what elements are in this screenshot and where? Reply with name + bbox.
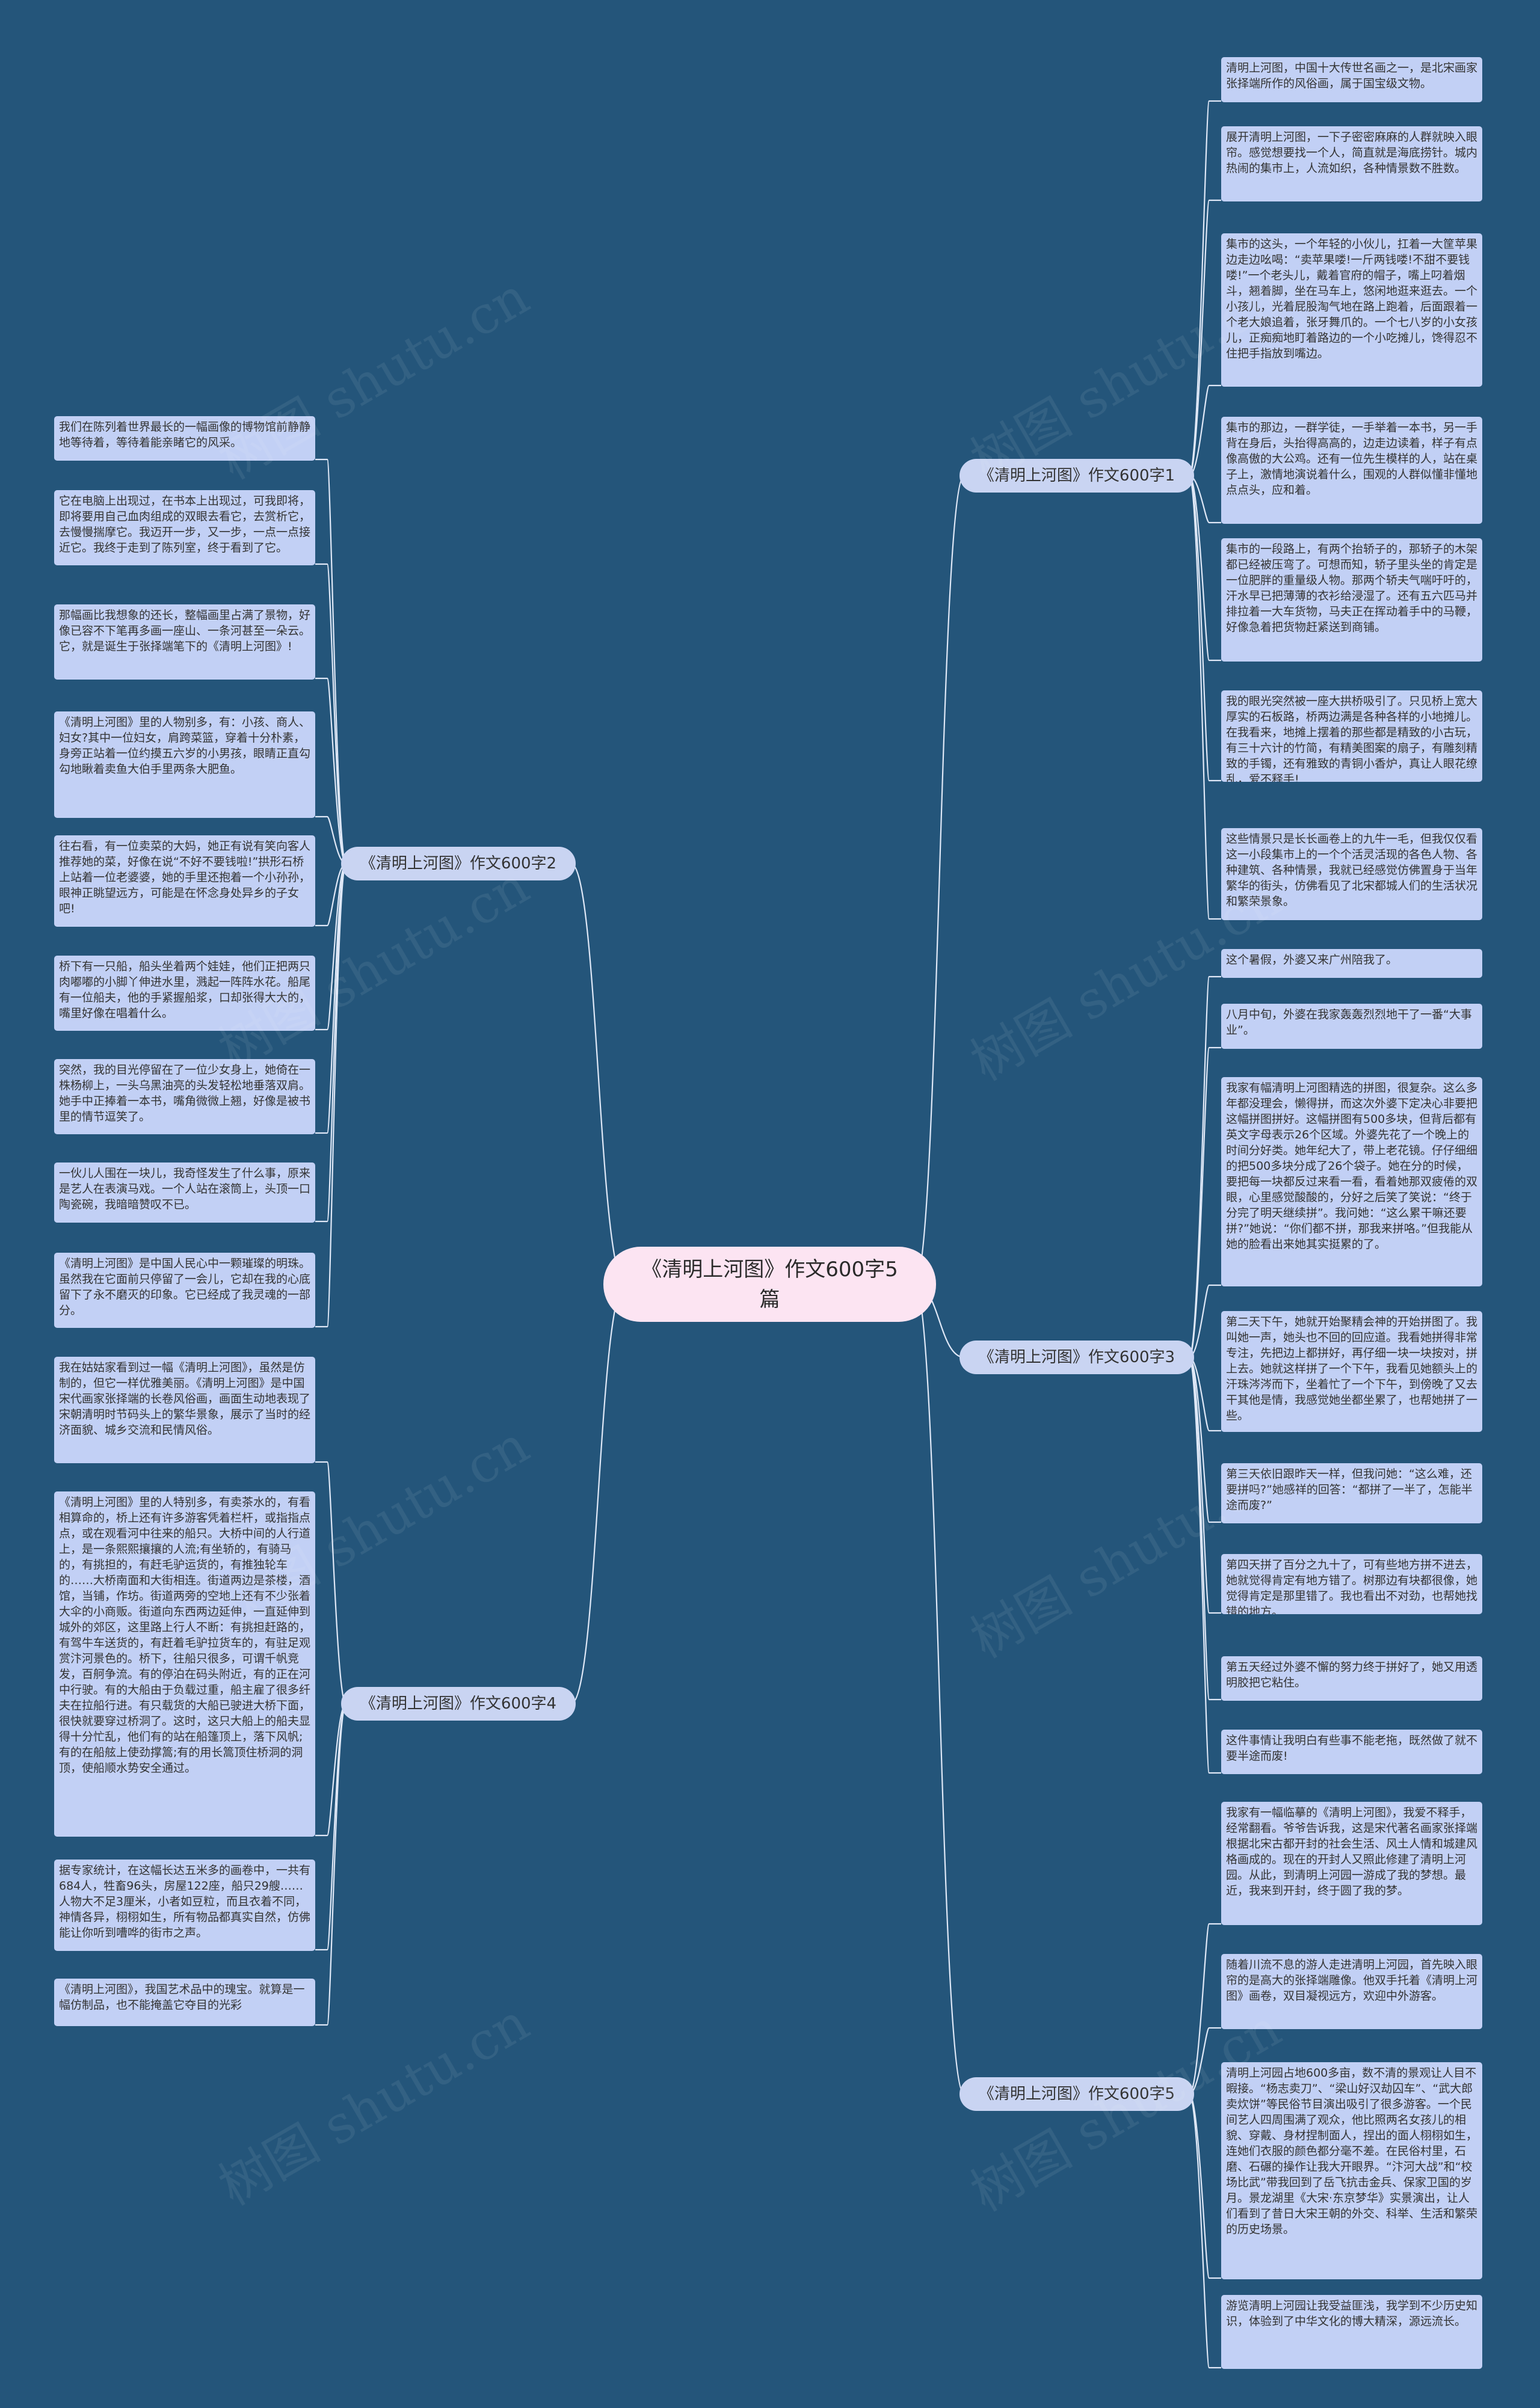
branch-1-leaf-1[interactable]: 清明上河图，中国十大传世名画之一，是北宋画家张择端所作的风俗画，属于国宝级文物。 — [1221, 57, 1482, 102]
link-branch-5-leaf-2 — [1189, 2027, 1221, 2095]
link-central-branch-5 — [914, 1283, 965, 2095]
link-branch-1-leaf-1 — [1188, 100, 1221, 477]
link-branch-3-leaf-7 — [1188, 1356, 1221, 1701]
link-central-branch-2 — [570, 862, 626, 1285]
central-topic[interactable]: 《清明上河图》作文600字5篇 — [603, 1247, 936, 1322]
branch-4[interactable]: 《清明上河图》作文600字4 — [341, 1687, 576, 1721]
link-branch-2-leaf-9 — [315, 862, 347, 1328]
link-branch-3-leaf-2 — [1188, 1046, 1221, 1359]
branch-1-leaf-5[interactable]: 集市的一段路上，有两个抬轿子的，那轿子的木架都已经被压弯了。可想而知，轿子里头坐… — [1221, 538, 1482, 662]
branch-1[interactable]: 《清明上河图》作文600字1 — [959, 459, 1194, 493]
branch-3-leaf-8[interactable]: 这件事情让我明白有些事不能老拖，既然做了就不要半途而废! — [1221, 1730, 1482, 1774]
branch-3-leaf-4[interactable]: 第二天下午，她就开始聚精会神的开始拼图了。我叫她一声，她头也不回的回应道。我看她… — [1221, 1311, 1482, 1432]
branch-1-leaf-3[interactable]: 集市的这头，一个年轻的小伙儿，扛着一大筐苹果边走边吆喝：“卖苹果喽!一斤两钱喽!… — [1221, 233, 1482, 387]
branch-2-leaf-6[interactable]: 桥下有一只船，船头坐着两个娃娃，他们正把两只肉嘟嘟的小脚丫伸进水里，溅起一阵阵水… — [54, 956, 315, 1031]
branch-2-leaf-2[interactable]: 它在电脑上出现过，在书本上出现过，可我即将，即将要用自己血肉组成的双眼去看它，去… — [54, 490, 315, 565]
link-branch-5-leaf-1 — [1188, 1923, 1221, 2095]
branch-2-leaf-5[interactable]: 往右看，有一位卖菜的大妈，她正有说有笑向客人推荐她的菜，好像在说“不好不要钱啦!… — [54, 835, 315, 927]
link-central-branch-1 — [914, 475, 965, 1285]
link-branch-2-leaf-6 — [315, 862, 347, 1031]
branch-1-leaf-4[interactable]: 集市的那边，一群学徒，一手举着一本书，另一手背在身后，头抬得高高的，边走边读着，… — [1221, 417, 1482, 524]
branch-5-leaf-4[interactable]: 游览清明上河园让我受益匪浅，我学到不少历史知识，体验到了中华文化的博大精深，源远… — [1221, 2295, 1482, 2369]
branch-3-leaf-2[interactable]: 八月中旬，外婆在我家轰轰烈烈地干了一番“大事业”。 — [1221, 1004, 1482, 1049]
branch-4-leaf-2[interactable]: 《清明上河图》里的人特别多，有卖茶水的，有看相算命的，桥上还有许多游客凭着栏杆，… — [54, 1491, 315, 1837]
link-branch-1-leaf-7 — [1188, 475, 1221, 920]
branch-3[interactable]: 《清明上河图》作文600字3 — [959, 1341, 1194, 1374]
link-branch-1-leaf-2 — [1188, 199, 1221, 477]
link-branch-4-leaf-1 — [315, 1461, 347, 1705]
branch-3-leaf-6[interactable]: 第四天拼了百分之九十了，可有些地方拼不进去，她就觉得肯定有地方错了。树那边有块都… — [1221, 1554, 1482, 1614]
branch-2-leaf-9[interactable]: 《清明上河图》是中国人民心中一颗璀璨的明珠。虽然我在它面前只停留了一会儿，它却在… — [54, 1253, 315, 1328]
branch-5-leaf-3[interactable]: 清明上河园占地600多亩，数不清的景观让人目不暇接。“杨志卖刀”、“梁山好汉劫囚… — [1221, 2062, 1482, 2279]
branch-3-leaf-3[interactable]: 我家有幅清明上河图精选的拼图，很复杂。这么多年都没理会，懒得拼，而这次外婆下定决… — [1221, 1077, 1482, 1286]
link-branch-1-leaf-5 — [1188, 475, 1221, 662]
branch-1-leaf-2[interactable]: 展开清明上河图，一下子密密麻麻的人群就映入眼帘。感觉想要找一个人，简直就是海底捞… — [1221, 126, 1482, 201]
branch-1-leaf-7[interactable]: 这些情景只是长长画卷上的九牛一毛，但我仅仅看这一小段集市上的一个个活灵活现的各色… — [1221, 828, 1482, 920]
branch-3-leaf-1[interactable]: 这个暑假，外婆又来广州陪我了。 — [1221, 949, 1482, 978]
branch-2-leaf-3[interactable]: 那幅画比我想象的还长，整幅画里占满了景物，好像已容不下笔再多画一座山、一条河甚至… — [54, 604, 315, 680]
link-branch-3-leaf-6 — [1188, 1356, 1221, 1614]
branch-4-leaf-1[interactable]: 我在姑姑家看到过一幅《清明上河图》，虽然是仿制的，但它一样优雅美丽。《清明上河图… — [54, 1357, 315, 1463]
link-branch-4-leaf-4 — [315, 1703, 347, 2026]
link-branch-2-leaf-3 — [315, 677, 347, 865]
branch-5-leaf-1[interactable]: 我家有一幅临摹的《清明上河图》，我爱不释手，经常翻看。爷爷告诉我，这是宋代著名画… — [1221, 1802, 1482, 1925]
branch-2[interactable]: 《清明上河图》作文600字2 — [341, 847, 576, 880]
branch-5[interactable]: 《清明上河图》作文600字5 — [959, 2077, 1194, 2111]
branch-2-leaf-1[interactable]: 我们在陈列着世界最长的一幅画像的博物馆前静静地等待着，等待着能亲睹它的风采。 — [54, 416, 315, 461]
link-branch-1-leaf-3 — [1189, 384, 1221, 477]
branch-1-leaf-6[interactable]: 我的眼光突然被一座大拱桥吸引了。只见桥上宽大厚实的石板路，桥两边满是各种各样的小… — [1221, 690, 1482, 782]
branch-2-leaf-8[interactable]: 一伙儿人围在一块儿，我奇怪发生了什么事，原来是艺人在表演马戏。一个人站在滚筒上，… — [54, 1163, 315, 1223]
link-branch-2-leaf-2 — [315, 563, 347, 865]
branch-2-leaf-7[interactable]: 突然，我的目光停留在了一位少女身上，她倚在一株杨柳上，一头乌黑油亮的头发轻松地垂… — [54, 1059, 315, 1134]
link-central-branch-4 — [570, 1283, 626, 1705]
link-branch-5-leaf-3 — [1188, 2093, 1221, 2279]
branch-3-leaf-5[interactable]: 第三天依旧跟昨天一样，但我问她：“这么难，还要拼吗?”她感祥的回答：“都拼了一半… — [1221, 1463, 1482, 1523]
link-branch-4-leaf-3 — [315, 1703, 347, 1951]
branch-5-leaf-2[interactable]: 随着川流不息的游人走进清明上河园，首先映入眼帘的是高大的张择端雕像。他双手托着《… — [1221, 1954, 1482, 2029]
branch-2-leaf-4[interactable]: 《清明上河图》里的人物别多，有：小孩、商人、妇女?其中一位妇女，肩跨菜篮，穿着十… — [54, 711, 315, 818]
branch-3-leaf-7[interactable]: 第五天经过外婆不懈的努力终于拼好了，她又用透明胶把它粘住。 — [1221, 1656, 1482, 1701]
link-branch-3-leaf-8 — [1188, 1356, 1221, 1774]
branch-4-leaf-4[interactable]: 《清明上河图》，我国艺术品中的瑰宝。就算是一幅仿制品，也不能掩盖它夺目的光彩 — [54, 1979, 315, 2026]
link-branch-1-leaf-6 — [1188, 475, 1221, 782]
link-branch-2-leaf-1 — [315, 458, 347, 865]
branch-4-leaf-3[interactable]: 据专家统计，在这幅长达五米多的画卷中，一共有684人，牲畜96头，房屋122座，… — [54, 1860, 315, 1951]
link-branch-3-leaf-5 — [1188, 1356, 1221, 1523]
link-branch-5-leaf-4 — [1188, 2093, 1221, 2369]
